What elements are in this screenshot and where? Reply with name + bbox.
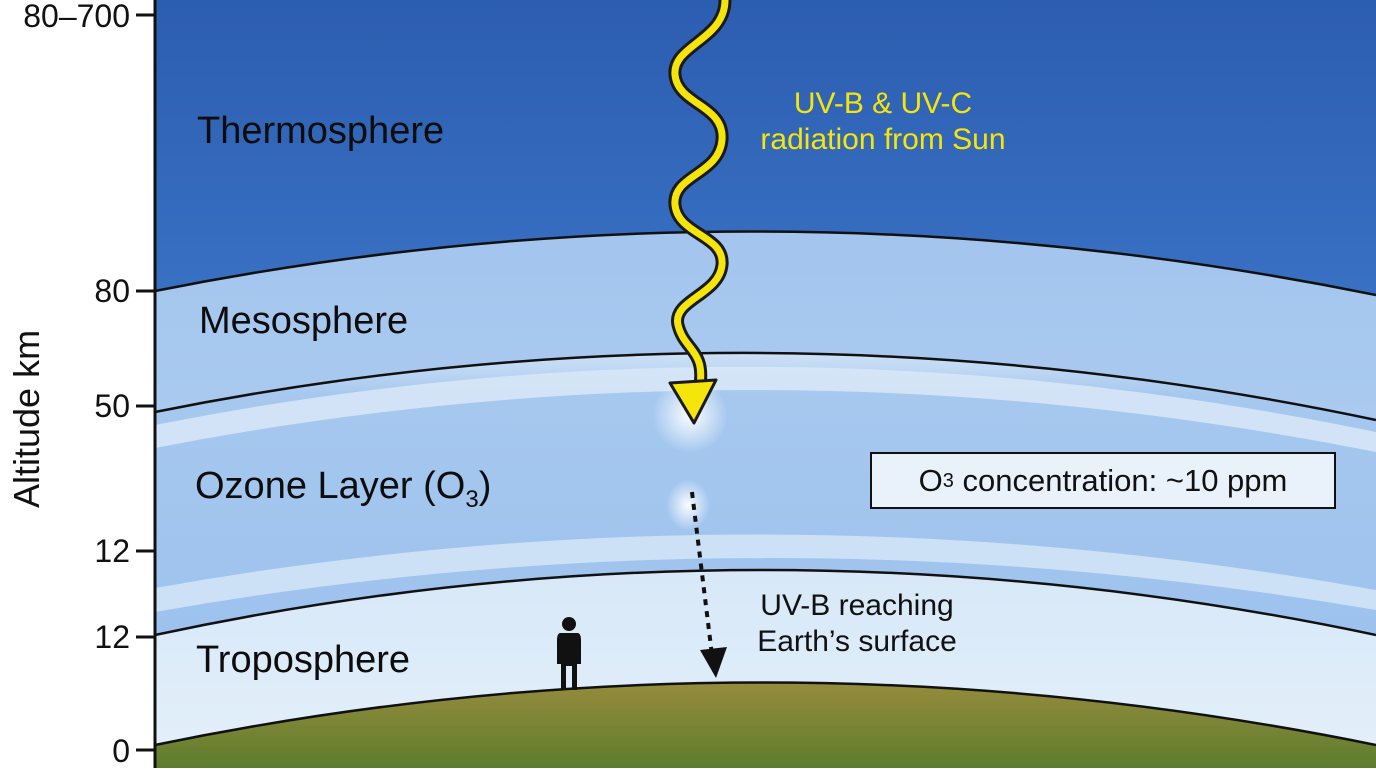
boundary-ozone-tropo xyxy=(154,568,1376,637)
person-icon xyxy=(557,617,581,690)
uv-incoming-arrowhead xyxy=(668,378,718,425)
concentration-prefix: O xyxy=(918,462,943,498)
ozone-label-tail: ) xyxy=(478,465,492,507)
concentration-text: concentration: ~10 ppm xyxy=(953,462,1288,498)
tick-label-12-upper: 12 xyxy=(94,533,130,569)
ozone-label-subscript: 3 xyxy=(465,486,479,513)
label-ozone-layer: Ozone Layer (O3) xyxy=(195,465,492,512)
uv-incoming-line1: UV-B & UV-C xyxy=(793,87,973,120)
uv-surface-line2: Earth’s surface xyxy=(757,625,957,658)
tick-label-80-700: 80–700 xyxy=(23,0,130,34)
ozone-label-text: Ozone Layer (O xyxy=(195,465,466,507)
uv-surface-arrow xyxy=(690,491,714,656)
label-thermosphere: Thermosphere xyxy=(197,110,445,152)
uv-surface-arrowhead xyxy=(700,647,727,678)
tick-label-0: 0 xyxy=(112,733,130,769)
tick-label-50: 50 xyxy=(94,388,130,424)
label-troposphere: Troposphere xyxy=(196,639,411,681)
boundary-meso-ozone xyxy=(154,351,1376,422)
uv-incoming-line2: radiation from Sun xyxy=(760,123,1006,156)
uv-surface-line1: UV-B reaching xyxy=(760,589,954,622)
ozone-lower-band xyxy=(155,534,1376,612)
ozone-upper-band xyxy=(155,366,1376,452)
tick-label-12-lower: 12 xyxy=(94,619,130,655)
uv-surface-label: UV-B reaching Earth’s surface xyxy=(712,588,1002,660)
uv-incoming-arrow-fill xyxy=(671,0,729,389)
axis-ticks xyxy=(136,13,155,752)
boundary-ground xyxy=(154,681,1376,747)
absorption-haze-lower xyxy=(666,479,710,531)
uv-incoming-label: UV-B & UV-C radiation from Sun xyxy=(726,86,1040,158)
tick-label-80: 80 xyxy=(94,273,130,309)
earth-surface xyxy=(155,682,1376,768)
axis-title: Altitude km xyxy=(6,329,47,508)
boundary-thermo-meso xyxy=(154,230,1376,297)
label-mesosphere: Mesosphere xyxy=(199,300,409,342)
